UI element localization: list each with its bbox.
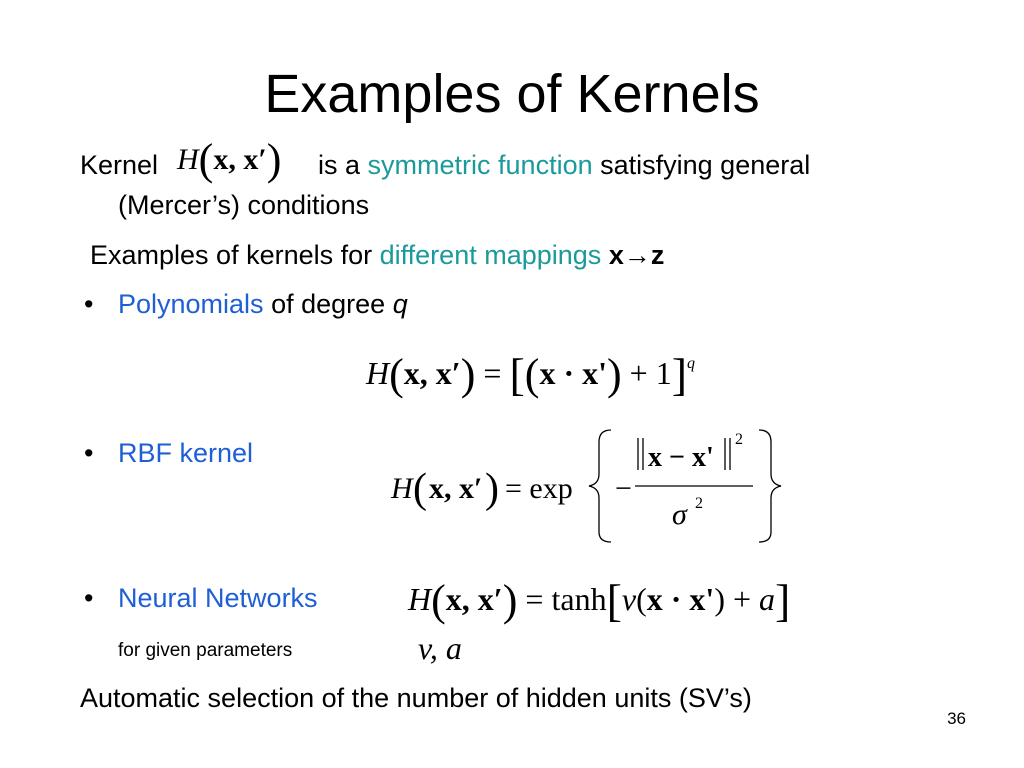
is-a-text: is a — [318, 150, 361, 180]
examples-text: Examples of kernels for — [90, 240, 373, 270]
polynomials-label: Polynomials — [118, 289, 264, 319]
kernel-formula-h: H — [177, 143, 199, 176]
rbf-num-exp: 2 — [735, 431, 743, 448]
kernel-word: Kernel — [80, 150, 159, 180]
kernel-formula-args: x, x′ — [213, 143, 267, 176]
slide-title: Examples of Kernels — [264, 64, 760, 124]
params-v-a: v, a — [418, 630, 462, 666]
polynomials-line: Polynomials of degree q — [118, 288, 408, 320]
rbf-left-brace — [588, 429, 612, 543]
polynomial-formula: H(x, x′) = [(x · x') + 1]q — [366, 349, 696, 400]
neural-formula: H(x, x′) = tanh[v(x · x') + a] — [408, 575, 791, 626]
nn-h: H — [408, 581, 432, 617]
mapping-text: x→z — [608, 240, 665, 270]
poly-exponent: q — [687, 355, 696, 372]
rbf-right-brace — [758, 429, 782, 543]
rbf-label: RBF kernel — [118, 438, 254, 468]
poly-plus-one: + 1 — [629, 355, 672, 391]
bullet-polynomials: • — [84, 289, 94, 319]
nn-inner: x · x' — [646, 581, 715, 617]
automatic-selection-text: Automatic selection of the number of hid… — [80, 683, 752, 713]
nn-eq-tanh: = tanh — [525, 581, 607, 617]
kernel-formula: H(x, x′) — [177, 135, 282, 184]
nn-args: x, x′ — [445, 581, 503, 617]
bullet-rbf: • — [84, 438, 94, 468]
rbf-open-paren: ( — [413, 466, 427, 512]
page-number: 36 — [947, 709, 966, 728]
line1-text: is a symmetric function satisfying gener… — [318, 149, 810, 181]
rbf-den-exp: 2 — [695, 495, 703, 512]
rbf-minus: − — [615, 472, 632, 505]
poly-inner: x · x' — [539, 355, 608, 391]
bullet-neural: • — [84, 583, 94, 613]
rbf-numerator: x − x' — [648, 442, 714, 473]
rbf-close-paren: ) — [485, 466, 499, 512]
nn-plus: + — [732, 581, 752, 617]
mercer-conditions-text: (Mercer’s) conditions — [118, 190, 370, 220]
poly-h: H — [366, 355, 390, 391]
examples-line: Examples of kernels for different mappin… — [90, 239, 664, 271]
satisfying-text: satisfying general — [600, 150, 811, 180]
poly-eq: = — [483, 355, 502, 391]
rbf-formula: H ( x, x′ ) = exp − x − x' 2 σ 2 — [390, 429, 782, 543]
rbf-h: H — [390, 472, 415, 505]
neural-networks-label: Neural Networks — [118, 583, 318, 613]
degree-q: q — [392, 289, 408, 319]
different-mappings-text: different mappings — [379, 240, 602, 270]
rbf-eq-exp: = exp — [505, 472, 573, 505]
of-degree-text: of degree — [271, 289, 386, 319]
nn-a: a — [759, 581, 776, 617]
rbf-args: x, x′ — [429, 472, 482, 505]
poly-args: x, x′ — [403, 355, 461, 391]
nn-v: v — [621, 581, 637, 617]
rbf-denominator: σ — [672, 498, 688, 531]
symmetric-function-text: symmetric function — [367, 150, 593, 180]
given-parameters-text: for given parameters — [118, 640, 293, 661]
